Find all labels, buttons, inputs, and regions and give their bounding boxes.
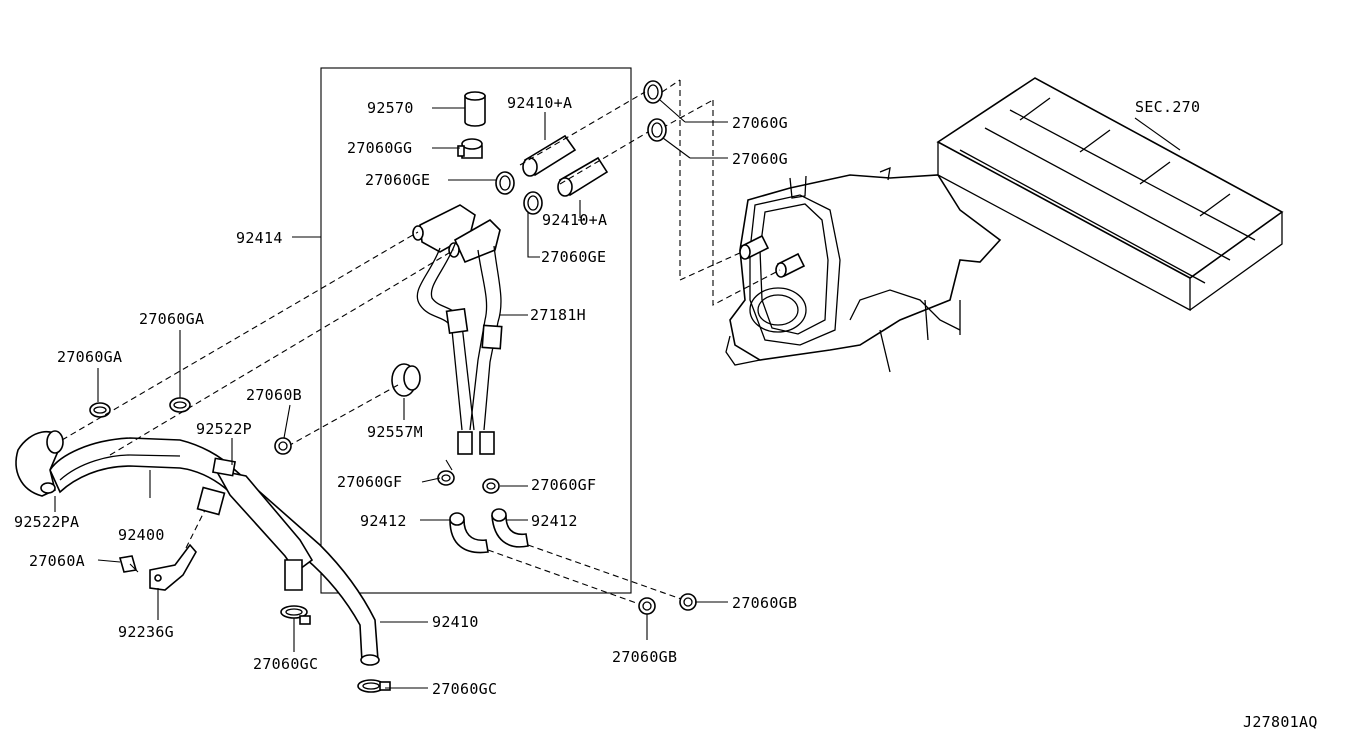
callout-92570: 92570 xyxy=(367,99,414,117)
part-27060GC-upper xyxy=(280,559,311,625)
part-27060GG xyxy=(457,138,483,159)
callout-92410: 92410 xyxy=(432,613,479,631)
callout-92522P: 92522P xyxy=(196,420,252,438)
leader-lines xyxy=(54,99,1181,689)
callout-27060G-upper: 27060G xyxy=(732,114,788,132)
callout-27060G-lower: 27060G xyxy=(732,150,788,168)
heater-unit-illustration xyxy=(725,77,1284,373)
callout-27060GB-bottom: 27060GB xyxy=(612,648,677,666)
part-27060B xyxy=(274,437,292,455)
callout-92522PA: 92522PA xyxy=(14,513,79,531)
callout-27060GC-lower: 27060GC xyxy=(432,680,497,698)
callout-27060GE-lower: 27060GE xyxy=(541,248,606,266)
alignment-dash-1 xyxy=(679,80,743,281)
callout-sec-270: SEC.270 xyxy=(1135,98,1200,116)
alignment-dash-2 xyxy=(712,100,781,306)
part-92522PA xyxy=(15,430,64,497)
part-27060A xyxy=(118,555,139,573)
callout-27060B: 27060B xyxy=(246,386,302,404)
part-92410A-upper xyxy=(522,134,577,177)
part-92412-right xyxy=(491,508,529,548)
part-27060G-upper xyxy=(643,80,663,104)
callout-92412-left: 92412 xyxy=(360,512,407,530)
callout-27060GA-left: 27060GA xyxy=(57,348,122,366)
part-27060GF-right xyxy=(482,478,500,494)
part-92400 xyxy=(49,437,380,666)
callout-27060GE-upper: 27060GE xyxy=(365,171,430,189)
callout-27060A: 27060A xyxy=(29,552,85,570)
part-27060GB-right xyxy=(679,593,697,611)
part-27060GA-right xyxy=(169,397,191,413)
callout-27060GF-left: 27060GF xyxy=(337,473,402,491)
part-27060GA-left xyxy=(89,402,111,418)
part-27060GE-lower xyxy=(523,191,543,215)
callout-92236G: 92236G xyxy=(118,623,174,641)
part-92570 xyxy=(464,91,486,127)
part-92414 xyxy=(412,204,503,455)
callout-27060GA-right: 27060GA xyxy=(139,310,204,328)
callout-92414: 92414 xyxy=(236,229,283,247)
diagram-id: J27801AQ xyxy=(1243,713,1318,731)
part-27060GC-lower xyxy=(357,679,391,693)
callout-92557M: 92557M xyxy=(367,423,423,441)
part-27060GB-bottom xyxy=(638,597,656,615)
callout-27060GF-right: 27060GF xyxy=(531,476,596,494)
callout-92410A-lower: 92410+A xyxy=(542,211,607,229)
part-92412-left xyxy=(449,512,489,554)
callout-27060GG: 27060GG xyxy=(347,139,412,157)
part-27060G-lower xyxy=(647,118,667,142)
part-27060GE-upper xyxy=(495,171,515,195)
callout-92400: 92400 xyxy=(118,526,165,544)
callout-27060GC-upper: 27060GC xyxy=(253,655,318,673)
part-92557M xyxy=(391,363,421,397)
callout-27181H: 27181H xyxy=(530,306,586,324)
callout-92410A-upper: 92410+A xyxy=(507,94,572,112)
callout-92412-right: 92412 xyxy=(531,512,578,530)
part-92410A-lower xyxy=(557,156,609,197)
part-27060GF-left xyxy=(437,459,455,486)
assembly-frame xyxy=(320,67,632,594)
part-92236G xyxy=(149,543,197,591)
part-92522P xyxy=(196,457,314,574)
callout-27060GB-right: 27060GB xyxy=(732,594,797,612)
